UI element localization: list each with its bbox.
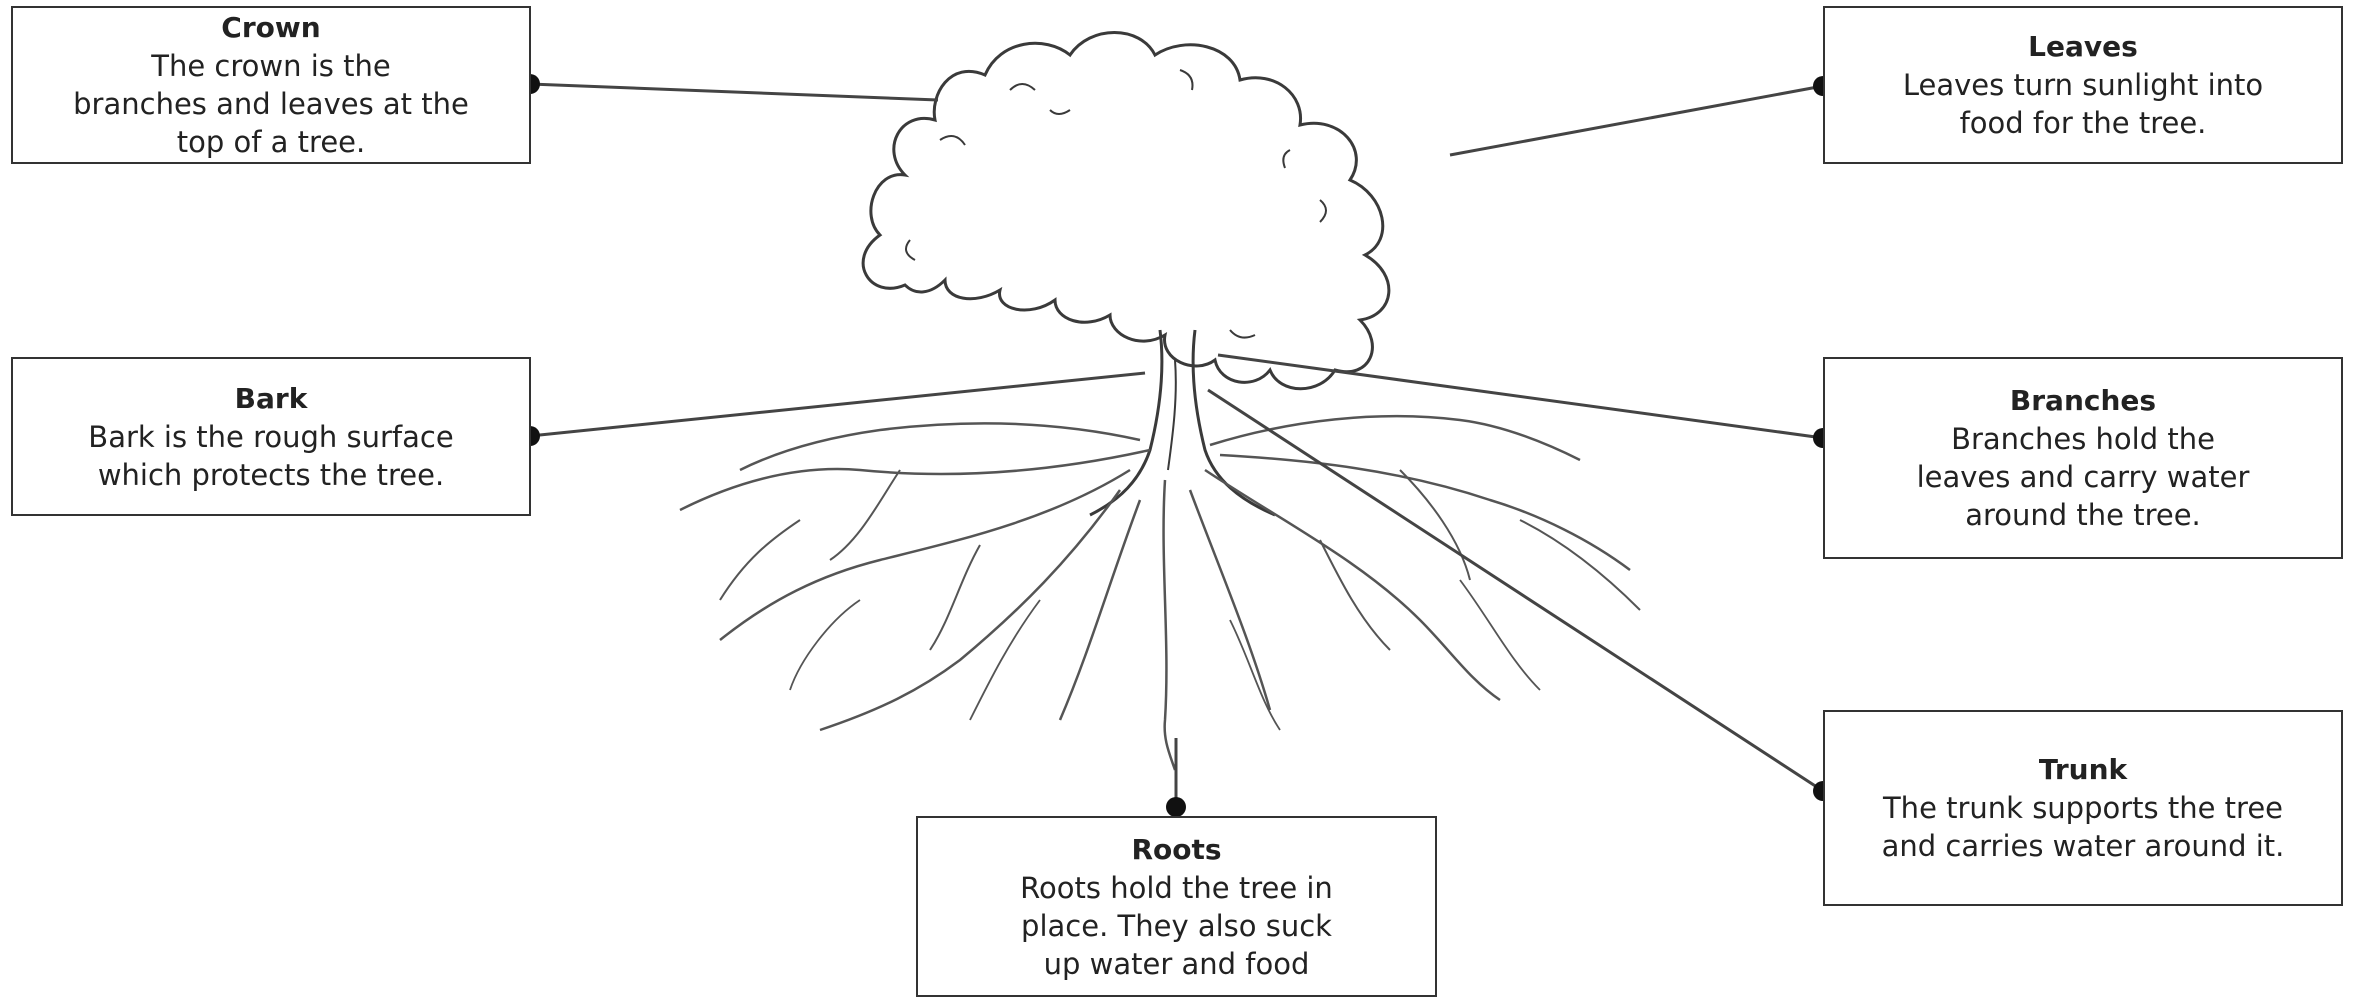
crown-connector-line [530, 84, 938, 100]
trunk-connector-line [1208, 390, 1823, 791]
connector-dots [520, 74, 1833, 817]
roots-text-line: place. They also suck [1021, 907, 1332, 945]
branches-label-box: Branches Branches hold the leaves and ca… [1823, 357, 2343, 559]
leaves-connector-line [1450, 86, 1823, 155]
roots-text-line: up water and food [1044, 945, 1310, 983]
leaves-label-box: Leaves Leaves turn sunlight into food fo… [1823, 6, 2343, 164]
crown-text-line: The crown is the [151, 47, 390, 85]
branches-text-line: leaves and carry water [1917, 458, 2250, 496]
leaves-text-line: Leaves turn sunlight into [1903, 66, 2263, 104]
trunk-text-line: and carries water around it. [1882, 827, 2285, 865]
branches-text-line: Branches hold the [1951, 420, 2215, 458]
trunk-text-line: The trunk supports the tree [1883, 789, 2283, 827]
crown-text-line: top of a tree. [177, 123, 365, 161]
roots-dot-icon [1166, 797, 1186, 817]
trunk-title: Trunk [2039, 751, 2127, 789]
bark-title: Bark [235, 380, 308, 418]
tree-roots-illustration [680, 416, 1640, 770]
leaves-text-line: food for the tree. [1960, 104, 2207, 142]
bark-text-line: which protects the tree. [98, 456, 444, 494]
crown-label-box: Crown The crown is the branches and leav… [11, 6, 531, 164]
crown-text-line: branches and leaves at the [73, 85, 469, 123]
roots-label-box: Roots Roots hold the tree in place. They… [916, 816, 1437, 997]
bark-label-box: Bark Bark is the rough surface which pro… [11, 357, 531, 516]
branches-title: Branches [2010, 382, 2156, 420]
crown-title: Crown [221, 9, 320, 47]
branches-text-line: around the tree. [1965, 496, 2201, 534]
connector-lines [530, 84, 1823, 807]
branches-connector-line [1218, 355, 1823, 438]
leaves-title: Leaves [2028, 28, 2138, 66]
tree-crown-illustration [863, 33, 1389, 389]
roots-text-line: Roots hold the tree in [1020, 869, 1333, 907]
roots-title: Roots [1131, 831, 1221, 869]
bark-text-line: Bark is the rough surface [88, 418, 453, 456]
trunk-label-box: Trunk The trunk supports the tree and ca… [1823, 710, 2343, 906]
